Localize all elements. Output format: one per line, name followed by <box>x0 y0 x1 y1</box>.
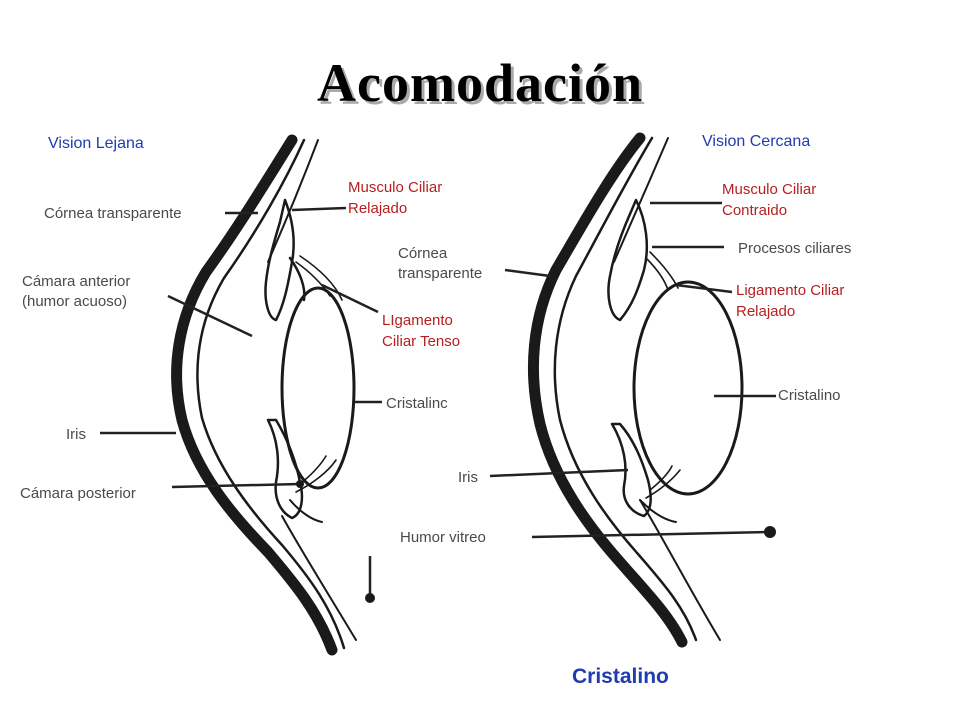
left-cornea-inner-line <box>196 138 346 650</box>
right-cornea-inner-line <box>553 136 698 642</box>
leader-left-ligament <box>321 283 379 314</box>
right-label-ligament-2: Relajado <box>736 303 795 320</box>
right-cornea-band <box>527 132 688 648</box>
right-eye-diagram <box>527 132 744 648</box>
figure-caption: Cristalino <box>572 665 669 688</box>
left-eye-diagram <box>171 134 357 656</box>
left-labels: Vision Lejana Córnea transparente Cámara… <box>20 135 460 502</box>
right-lens <box>632 280 744 496</box>
left-pointer-dot <box>365 593 375 603</box>
leader-right-ligament <box>675 283 733 294</box>
right-label-ciliary-muscle-1: Musculo Ciliar <box>722 181 816 198</box>
left-ciliary-lower <box>289 499 323 523</box>
right-vitreous-dot <box>764 526 776 538</box>
slide-title: Acomodación <box>317 53 643 113</box>
leader-right-vitreous <box>531 530 769 539</box>
left-label-anterior-chamber-1: Cámara anterior <box>22 273 130 290</box>
left-panel-heading: Vision Lejana <box>48 135 144 152</box>
right-ciliary-ligament-upper <box>645 251 679 291</box>
leader-right-iris <box>489 468 629 478</box>
left-cornea-band <box>171 134 338 656</box>
left-label-anterior-chamber-2: (humor acuoso) <box>22 293 127 310</box>
left-ciliary-muscle <box>264 198 295 322</box>
right-ciliary-lower <box>639 499 677 523</box>
right-leader-lines <box>489 201 776 539</box>
right-label-vitreous: Humor vitreo <box>400 529 486 546</box>
left-label-ciliary-muscle-1: Musculo Ciliar <box>348 179 442 196</box>
left-ciliary-ligament-upper <box>295 255 343 301</box>
right-ciliary-muscle <box>607 198 649 322</box>
right-label-ciliary-processes: Procesos ciliares <box>738 240 851 257</box>
right-labels: Vision Cercana Córnea transparente Muscu… <box>398 133 851 546</box>
left-sclera-lower <box>281 515 357 641</box>
leader-left-anterior-chamber <box>167 294 253 338</box>
left-label-posterior-chamber: Cámara posterior <box>20 485 136 502</box>
left-lens <box>280 286 356 490</box>
left-leader-lines <box>100 206 382 603</box>
right-iris-lower <box>610 422 652 518</box>
left-label-cornea: Córnea transparente <box>44 205 182 222</box>
left-label-ligament-1: LIgamento <box>382 312 453 329</box>
leader-left-posterior-chamber <box>171 482 301 489</box>
right-label-cornea-2: transparente <box>398 265 482 282</box>
right-label-iris: Iris <box>458 469 478 486</box>
leader-left-ciliary-muscle <box>291 206 347 212</box>
right-sclera-lower <box>639 499 721 641</box>
right-label-ciliary-muscle-2: Contraido <box>722 202 787 219</box>
right-label-lens: Cristalino <box>778 387 841 404</box>
right-label-cornea-1: Córnea <box>398 245 448 262</box>
left-iris-lower <box>266 418 304 520</box>
left-label-ligament-2: Ciliar Tenso <box>382 333 460 350</box>
right-panel-heading: Vision Cercana <box>702 133 810 150</box>
left-label-iris: Iris <box>66 426 86 443</box>
right-label-ligament-1: Ligamento Ciliar <box>736 282 844 299</box>
left-posterior-dot <box>296 480 304 488</box>
left-label-ciliary-muscle-2: Relajado <box>348 200 407 217</box>
leader-right-cornea <box>504 268 551 278</box>
right-cornea-outer-line <box>613 137 669 263</box>
left-label-lens: Cristalinc <box>386 395 448 412</box>
